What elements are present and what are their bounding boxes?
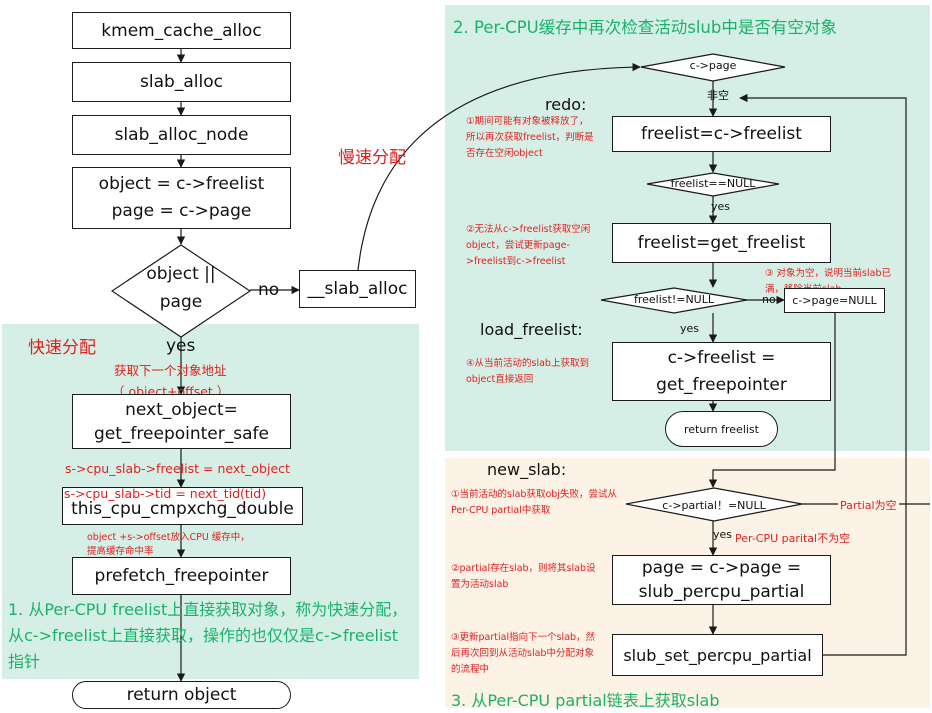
slab-alloc-node-box: slab_alloc_node — [72, 115, 291, 155]
non-empty-label: 非空 — [707, 89, 729, 102]
no-label-2: no — [762, 293, 776, 306]
yes-label: yes — [166, 336, 196, 356]
partial-decision-diamond — [625, 487, 803, 522]
cpage-decision-diamond — [640, 53, 786, 82]
object-freelist-box: object = c->freelist page = c->page — [72, 167, 291, 229]
partial-not-empty-label: Per-CPU parital不为空 — [735, 532, 851, 545]
new-slab-note: ①当前活动的slab获取obj失败，尝试从Per-CPU partial中获取 — [451, 489, 617, 516]
partial-empty-label: Partial为空 — [838, 497, 899, 513]
freelist-box: freelist=c->freelist — [612, 116, 831, 152]
cfreelist-box: c->freelist = get_freepointer — [612, 342, 831, 401]
next-object-note-1: 获取下一个对象地址 — [114, 363, 227, 378]
new-slab-label: new_slab: — [487, 460, 567, 479]
page-partial-line2: slub_percpu_partial — [638, 582, 805, 602]
get-freelist-note: ②无法从c->freelist获取空闲object，尝试更新page->free… — [466, 224, 591, 267]
cpu-tid-assign-note: s->cpu_slab->tid = next_tid(tid) — [64, 486, 267, 501]
no-label: no — [258, 280, 280, 300]
yes-label-1: yes — [711, 200, 731, 213]
yes-label-3: yes — [713, 528, 733, 541]
next-object-box: next_object= get_freepointer_safe — [72, 394, 291, 449]
object-freelist-line1: object = c->freelist — [98, 174, 265, 194]
object-freelist-line2: page = c->page — [111, 201, 252, 221]
prefetch-note-2: 提高缓存命中率 — [87, 546, 154, 557]
redo-note: ①期间可能有对象被释放了，所以再次获取freelist，判断是否存在空闲obje… — [466, 116, 594, 159]
slab-alloc-box: slab_alloc — [72, 62, 291, 102]
cfreelist-line2: get_freepointer — [656, 374, 787, 395]
fast-path-title: 1. 从Per-CPU freelist上直接获取对象，称为快速分配，从c->f… — [8, 600, 408, 671]
slow-path-label: 慢速分配 — [338, 148, 406, 168]
cpage-null-box: c->page=NULL — [784, 288, 885, 313]
slab-alloc-node-label: slab_alloc_node — [114, 125, 249, 145]
slab-alloc-label: slab_alloc — [140, 72, 223, 92]
return-freelist-label: return freelist — [684, 422, 759, 436]
object-page-decision-diamond — [111, 244, 251, 338]
cfreelist-line1: c->freelist = — [667, 347, 776, 368]
set-percpu-partial-box: slub_set_percpu_partial — [612, 634, 823, 676]
partial-to-active-note: ②partial存在slab，则将其slab设置为活动slab — [451, 563, 596, 590]
freelist-null-diamond — [646, 172, 780, 197]
partial-decision-label: c->partial！=NULL — [662, 499, 766, 512]
decision-line1: object || — [146, 264, 216, 284]
freelist-not-null-label: freelist!=NULL — [633, 293, 714, 306]
load-freelist-note: ④从当前活动的slab上获取到object直接返回 — [466, 358, 589, 385]
return-object-box: return object — [72, 681, 291, 709]
fast-path-label: 快速分配 — [28, 338, 96, 358]
cmpxchg-box: this_cpu_cmpxchg_double — [62, 487, 303, 525]
cpu-freelist-assign-note: s->cpu_slab->freelist = next_object — [65, 461, 290, 476]
decision-line2: page — [159, 292, 203, 312]
prefetch-note-1: object +s->offset放入CPU 缓存中， — [87, 532, 250, 543]
cpage-null-label: c->page=NULL — [792, 294, 877, 307]
return-object-label: return object — [126, 685, 237, 705]
return-freelist-box: return freelist — [665, 411, 778, 447]
freelist-null-label: freelist==NULL — [670, 177, 756, 190]
next-object-line2: get_freepointer_safe — [94, 423, 269, 444]
slab-alloc-slow-box: __slab_alloc — [299, 270, 416, 308]
load-freelist-label: load_freelist: — [480, 320, 583, 339]
set-percpu-partial-label: slub_set_percpu_partial — [623, 645, 812, 665]
page-partial-box: page = c->page = slub_percpu_partial — [612, 555, 831, 605]
recheck-title: 2. Per-CPU缓存中再次检查活动slub中是否有空对象 — [453, 18, 837, 37]
kmem-cache-alloc-label: kmem_cache_alloc — [101, 20, 262, 41]
prefetch-box: prefetch_freepointer — [72, 557, 291, 595]
update-partial-note: ③更新partial指向下一个slab，然后再次回到从活动slab中分配对象的流… — [451, 632, 596, 675]
prefetch-label: prefetch_freepointer — [94, 566, 269, 586]
redo-label: redo: — [545, 95, 587, 114]
freelist-not-null-diamond — [600, 287, 748, 314]
get-freelist-label: freelist=get_freelist — [637, 233, 806, 253]
next-object-line1: next_object= — [125, 399, 238, 420]
freelist-label: freelist=c->freelist — [641, 124, 802, 144]
cpage-decision-label: c->page — [689, 59, 737, 72]
yes-label-2: yes — [680, 322, 700, 335]
slab-alloc-slow-label: __slab_alloc — [307, 279, 408, 299]
cmpxchg-label: this_cpu_cmpxchg_double — [71, 499, 294, 519]
page-partial-line1: page = c->page = — [641, 558, 802, 578]
get-freelist-box: freelist=get_freelist — [612, 223, 831, 263]
kmem-cache-alloc-box: kmem_cache_alloc — [72, 12, 291, 49]
percpu-partial-title: 3. 从Per-CPU partial链表上获取slab — [451, 691, 720, 710]
